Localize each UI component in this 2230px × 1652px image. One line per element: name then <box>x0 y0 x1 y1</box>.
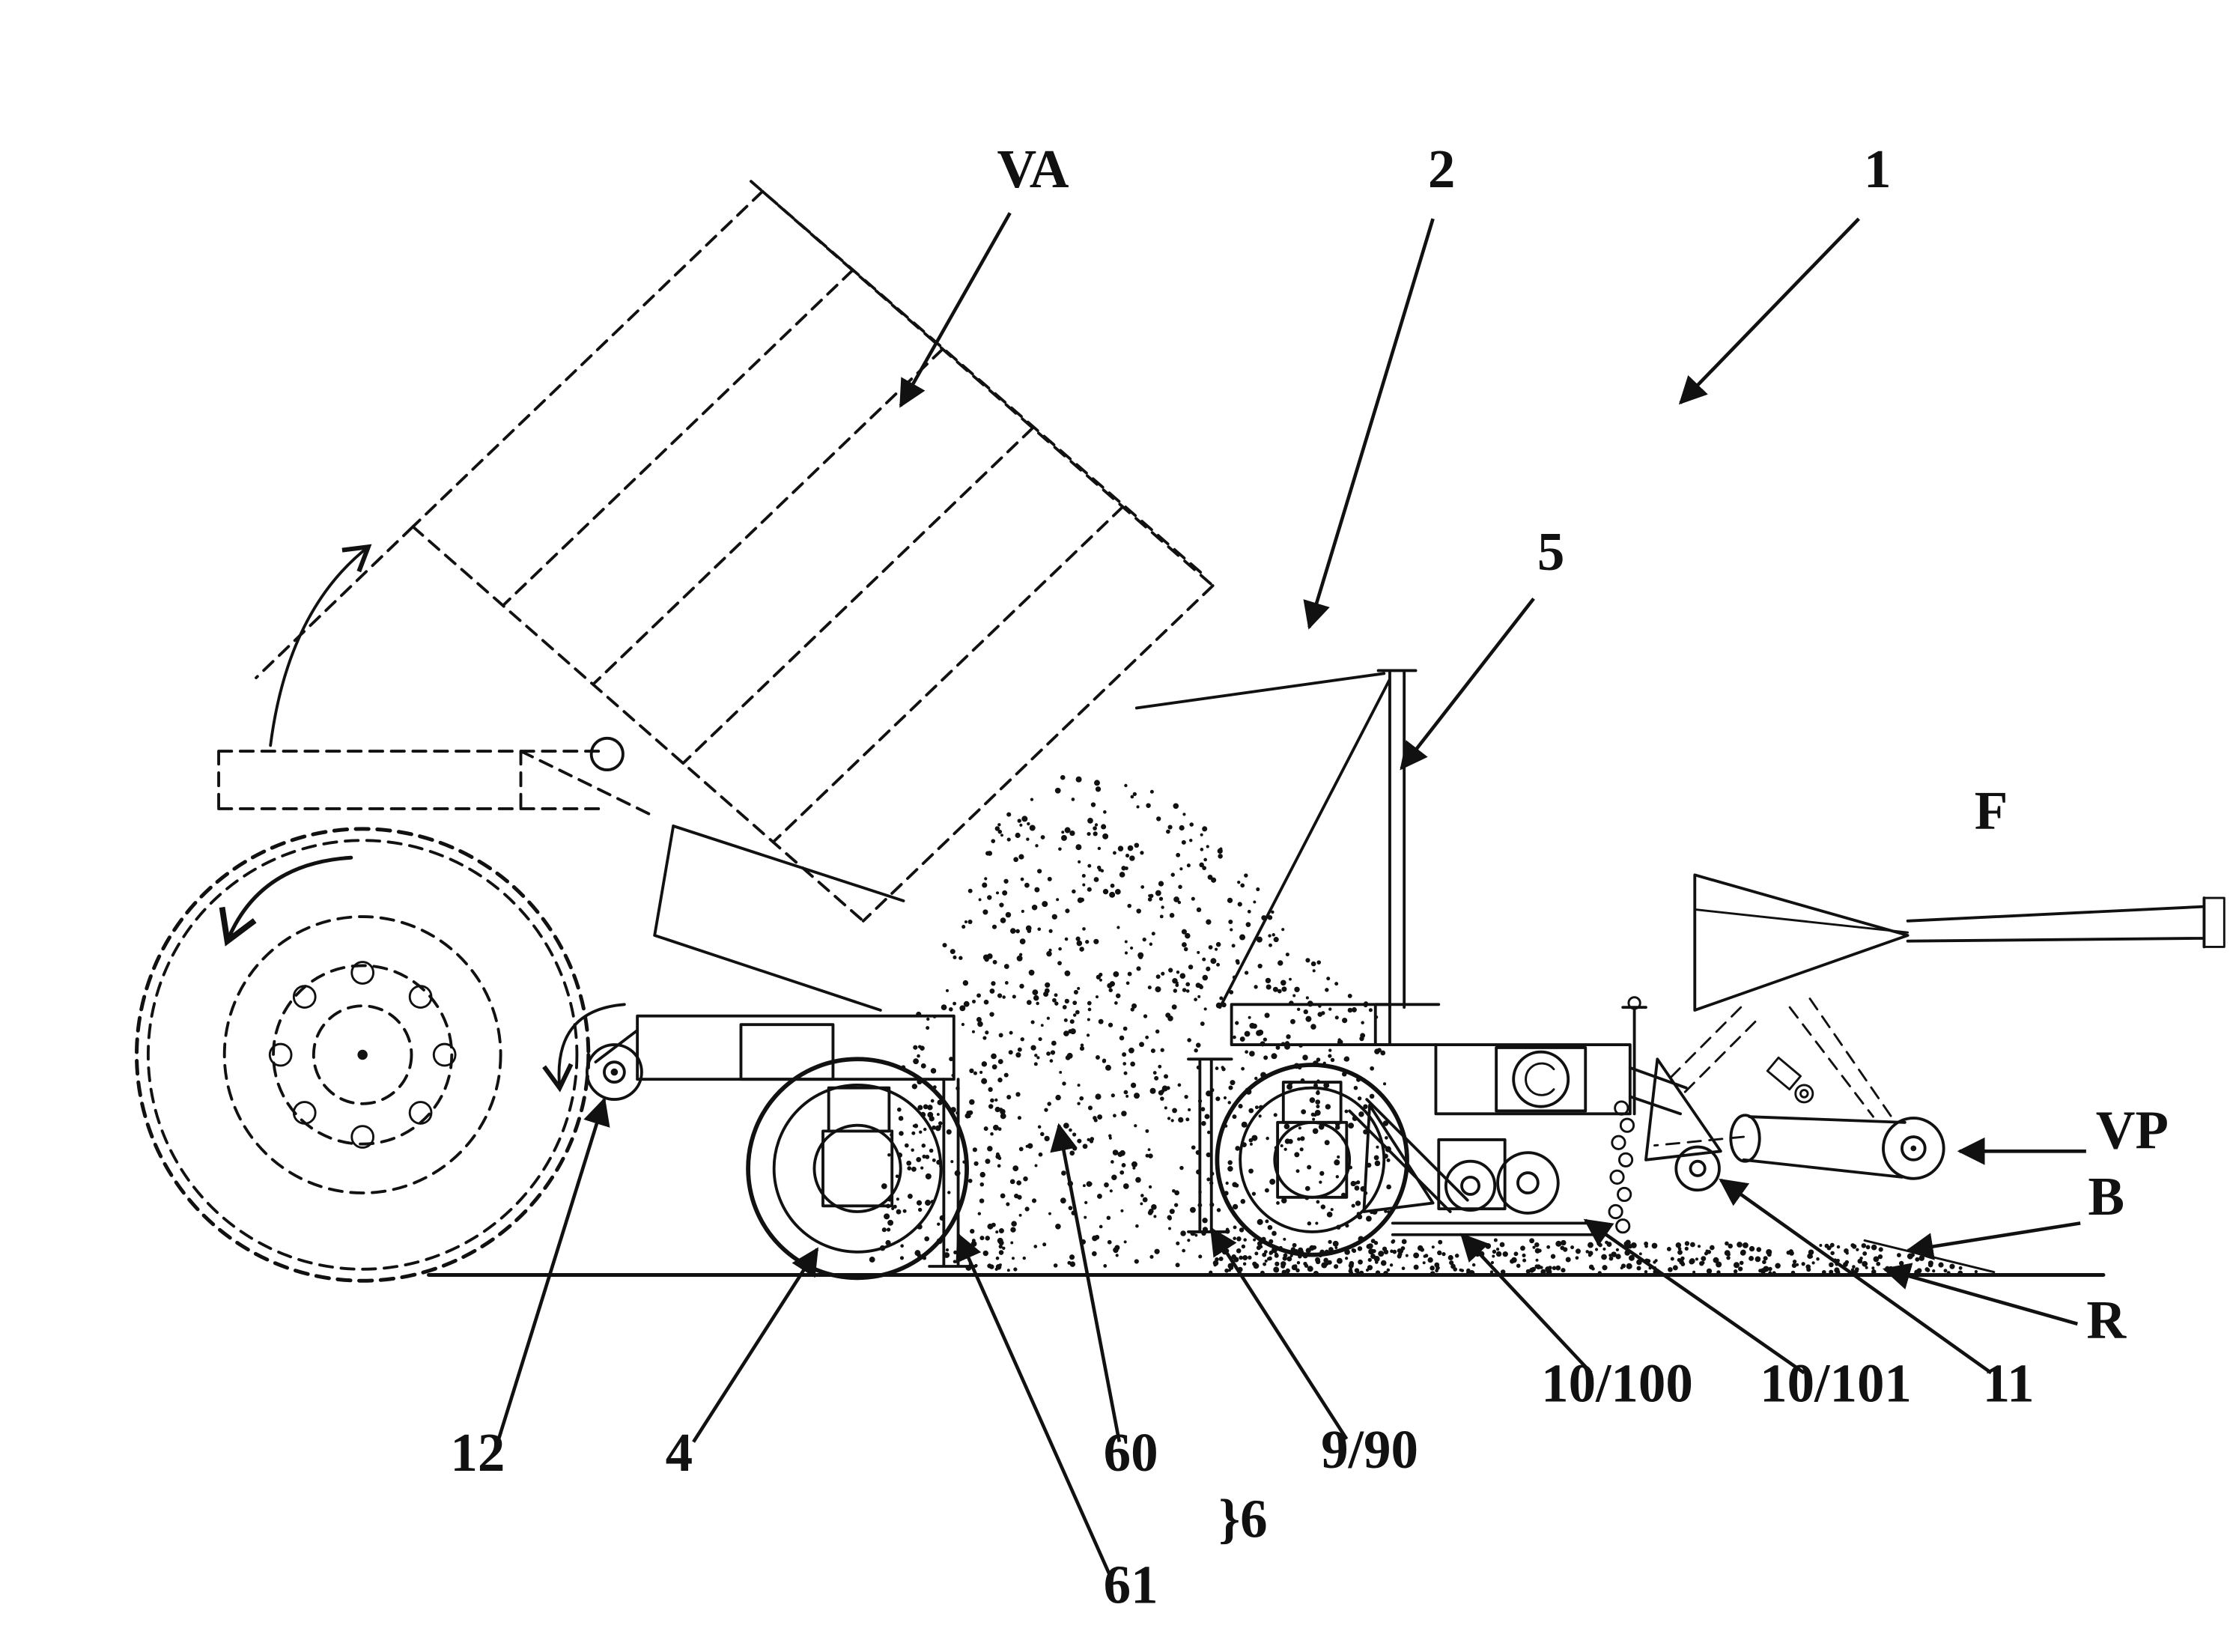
tipping-arrow <box>269 544 372 747</box>
leader-10_100 <box>1459 1233 1593 1374</box>
leader-R <box>1882 1263 2078 1326</box>
label-61: 61 <box>1104 1555 1158 1615</box>
mast <box>1621 1006 1647 1116</box>
material-pile-stipple <box>869 774 1397 1268</box>
leader-12 <box>496 1097 610 1443</box>
leader-1 <box>1678 217 1860 405</box>
leader-11 <box>1719 1178 1993 1375</box>
layer-taper-edge <box>1863 1239 1996 1274</box>
leader-4 <box>692 1247 819 1443</box>
engine-body <box>1359 1003 1632 1116</box>
label-brace6: }6 <box>1218 1488 1267 1549</box>
drawbar <box>1906 896 2206 949</box>
leader-2 <box>1303 218 1435 630</box>
label-60: 60 <box>1104 1422 1158 1483</box>
label-12: 12 <box>450 1422 505 1483</box>
front-bogie-wheel <box>746 1057 969 1281</box>
main-drive-wheel <box>1215 1063 1409 1257</box>
hopper-wall <box>1134 669 1418 1009</box>
label-5: 5 <box>1537 521 1564 582</box>
pivot-link-plate <box>1362 1103 1435 1213</box>
label-VP: VP <box>2096 1099 2169 1160</box>
leader-10_101 <box>1583 1218 1805 1375</box>
label-B: B <box>2088 1166 2124 1227</box>
paver-main-unit-group <box>1134 669 1814 1257</box>
label-11: 11 <box>1983 1353 2035 1414</box>
bed-pivot <box>589 736 625 771</box>
truck-bed-outline <box>255 180 1215 923</box>
label-10_101: 10/101 <box>1760 1353 1912 1414</box>
funnel <box>1693 873 1910 1012</box>
truck-bed-ribs <box>411 189 1215 923</box>
chain <box>1608 1100 1635 1234</box>
compaction-units <box>1391 1138 1596 1236</box>
leader-5 <box>1400 597 1535 771</box>
vp-roller-group <box>1653 1114 1945 1180</box>
rear-link-roller <box>1628 1057 1722 1192</box>
linkage-struts <box>1348 1098 1469 1213</box>
drawbar-end-cap <box>2202 896 2226 948</box>
label-2: 2 <box>1428 139 1455 199</box>
leader-VA <box>899 212 1012 408</box>
truck-chassis <box>217 750 652 816</box>
rear-screed-plate <box>1187 1057 1233 1233</box>
label-9_90: 9/90 <box>1321 1419 1418 1480</box>
chute-plates <box>653 825 905 1012</box>
label-VA: VA <box>997 139 1069 199</box>
leader-60 <box>1050 1123 1122 1442</box>
paver-front-unit-group <box>542 825 977 1281</box>
push-roller <box>542 1003 643 1102</box>
leader-61 <box>956 1232 1113 1579</box>
truck-rear-wheel <box>135 827 591 1283</box>
front-frame-box <box>739 1023 835 1081</box>
label-R: R <box>2086 1290 2127 1350</box>
push-roller-rotation-arrow <box>542 1003 626 1093</box>
leader-9_90 <box>1209 1227 1349 1440</box>
wheel-rotation-arrow <box>219 855 353 947</box>
label-1: 1 <box>1864 139 1891 199</box>
tow-funnel-group <box>1693 873 2226 1121</box>
label-4: 4 <box>666 1422 693 1483</box>
hitch-linkage <box>1665 1006 1814 1104</box>
leader-B <box>1905 1221 2081 1260</box>
dump-truck-group <box>135 180 1215 1283</box>
label-F: F <box>1975 780 2008 841</box>
label-10_100: 10/100 <box>1541 1353 1693 1414</box>
labels-layer: VA 2 1 5F VPB R 11 10/100 10/101 9/90 60 }6 61 4 12 <box>450 139 2169 1615</box>
